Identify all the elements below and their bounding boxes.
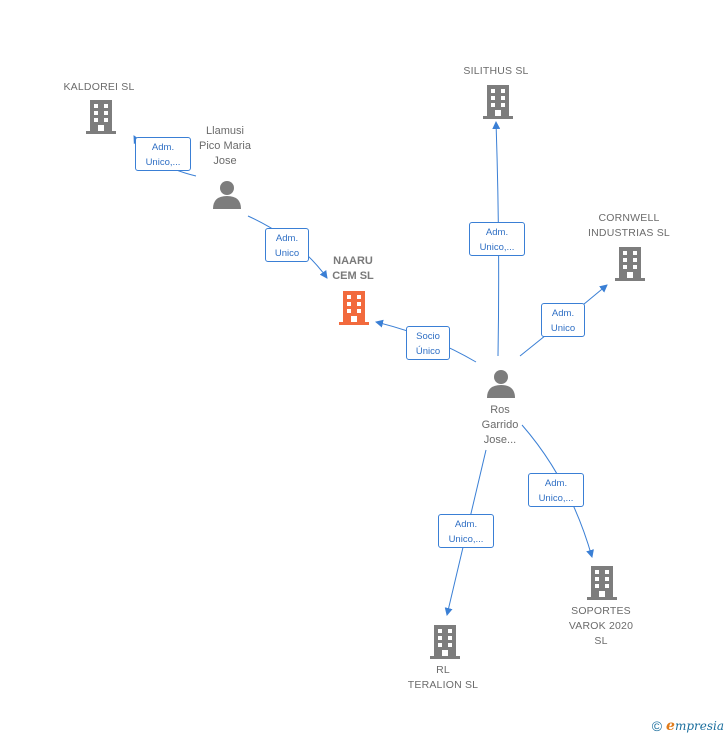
person-icon-ros[interactable] <box>487 370 515 398</box>
building-icon-kaldorei[interactable] <box>86 100 116 134</box>
edge-label-ros-cornwell: Adm. Unico <box>541 303 585 337</box>
node-label-cornwell[interactable]: CORNWELL INDUSTRIAS SL <box>588 212 670 239</box>
building-icon-naaru[interactable] <box>339 291 369 325</box>
node-label-teralion[interactable]: RL TERALION SL <box>407 664 479 691</box>
edge-label-ros-silithus: Adm. Unico,... <box>469 222 525 256</box>
building-icon-soportes[interactable] <box>587 566 617 600</box>
node-label-ros[interactable]: Ros Garrido Jose... <box>481 404 519 446</box>
edge-label-llamusi-kaldorei: Adm. Unico,... <box>135 137 191 171</box>
node-label-kaldorei[interactable]: KALDOREI SL <box>63 81 135 93</box>
edge-label-ros-teralion: Adm. Unico,... <box>438 514 494 548</box>
edge-label-llamusi-naaru: Adm. Unico <box>265 228 309 262</box>
copyright-icon: © <box>651 718 663 734</box>
node-label-silithus[interactable]: SILITHUS SL <box>463 65 529 77</box>
empresia-logo: empresia <box>666 718 724 734</box>
node-label-naaru[interactable]: NAARU CEM SL <box>332 255 374 282</box>
edge-label-ros-naaru: Socio Único <box>406 326 450 360</box>
building-icon-silithus[interactable] <box>483 85 513 119</box>
building-icon-cornwell[interactable] <box>615 247 645 281</box>
node-label-soportes[interactable]: SOPORTES VAROK 2020 SL <box>568 605 634 647</box>
empresia-watermark: © empresia <box>652 718 724 734</box>
building-icon-teralion[interactable] <box>430 625 460 659</box>
edge-label-ros-soportes: Adm. Unico,... <box>528 473 584 507</box>
node-label-llamusi[interactable]: Llamusi Pico Maria Jose <box>199 125 251 167</box>
person-icon-llamusi[interactable] <box>213 181 241 209</box>
